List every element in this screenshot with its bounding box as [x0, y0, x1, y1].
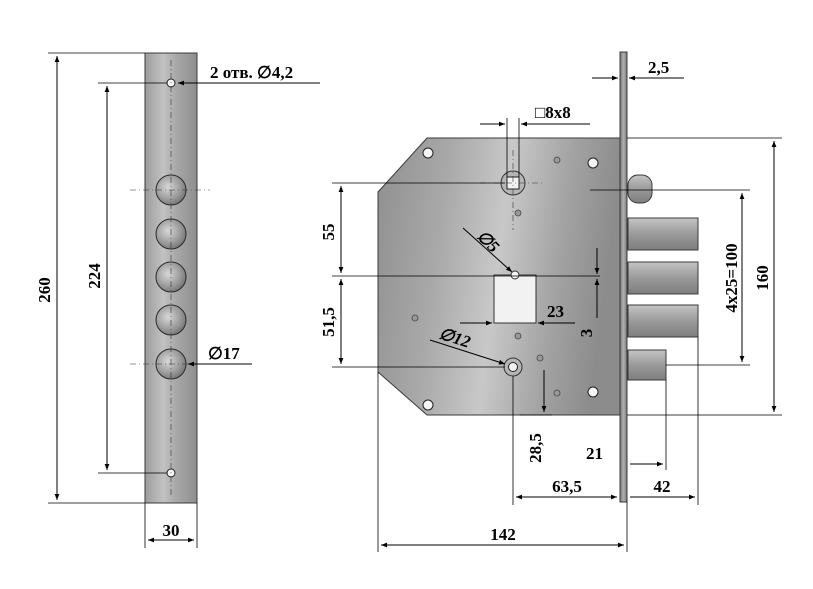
rivet-2	[514, 209, 522, 217]
strike-bottom-hole	[166, 468, 176, 478]
screw-top-left	[422, 147, 434, 159]
rivet-4	[514, 332, 522, 340]
screw-top-right	[587, 157, 599, 169]
dim-42-label: 42	[654, 477, 671, 496]
dim-2-5-label: 2,5	[648, 58, 669, 77]
dim-23-label: 23	[547, 302, 564, 321]
dim-30-label: 30	[163, 521, 180, 540]
cylinder-pin	[510, 270, 520, 280]
dim-3-label: 3	[577, 329, 596, 338]
screw-bottom-left	[422, 399, 434, 411]
rivet-1	[553, 156, 561, 164]
bolt-2	[627, 261, 699, 295]
cylinder-slot	[493, 274, 537, 324]
dim-63-5-label: 63,5	[552, 477, 582, 496]
bolt-3	[627, 304, 699, 338]
rivet-6	[553, 389, 561, 397]
rivet-5	[536, 354, 544, 362]
dim-51-5-label: 51,5	[319, 307, 338, 337]
faceplate	[619, 51, 628, 503]
dim-142-label: 142	[490, 525, 516, 544]
lock-body	[377, 51, 699, 503]
spindle-label: □8x8	[535, 103, 571, 122]
dim-21-label: 21	[586, 444, 603, 463]
big-hole-label: ∅17	[208, 344, 240, 363]
cylinder-hole	[508, 362, 518, 372]
bolts-label: 4x25=100	[722, 243, 741, 312]
strike-plate	[130, 52, 210, 504]
bolt-bottom	[627, 349, 667, 381]
dim-260-label: 260	[35, 277, 54, 303]
dim-160-label: 160	[753, 265, 772, 291]
bolt-1	[627, 217, 699, 251]
dim-55-label: 55	[319, 224, 338, 241]
latch-top	[627, 174, 653, 204]
rivet-3	[411, 314, 419, 322]
strike-dimensions: 260 224 30 2 отв. ∅4,2 ∅17	[35, 52, 320, 548]
dim-224-label: 224	[85, 263, 104, 289]
holes-note-label: 2 отв. ∅4,2	[210, 63, 293, 82]
dim-28-5-label: 28,5	[526, 433, 545, 463]
screw-bottom-right	[587, 386, 599, 398]
